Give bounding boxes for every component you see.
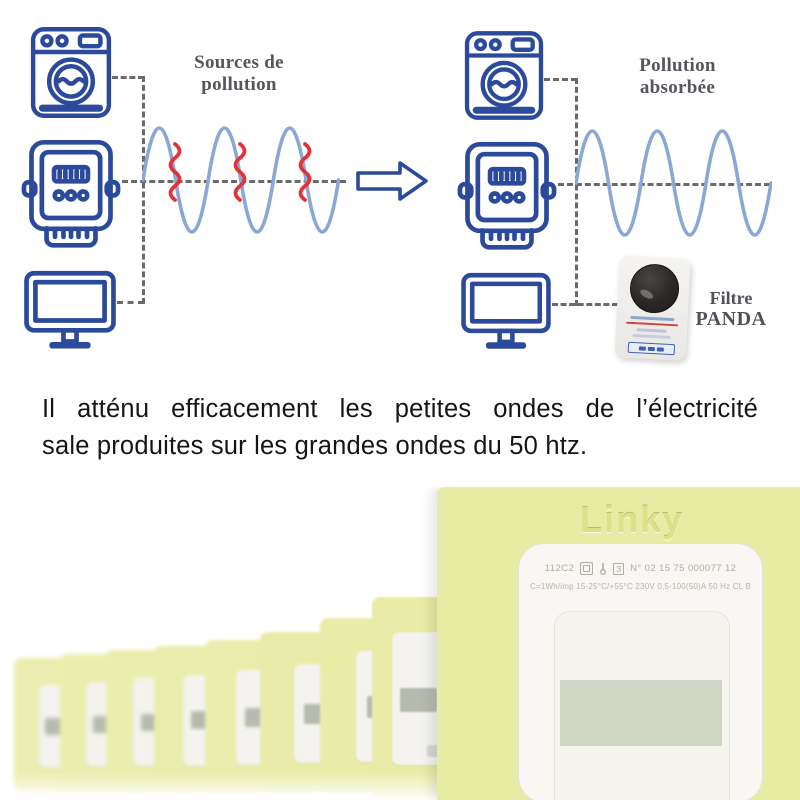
bottom-fade-overlay xyxy=(0,772,445,800)
linky-brand-emboss: Linky xyxy=(579,499,685,540)
dashed-axis-right xyxy=(558,183,770,186)
power-socket-icon xyxy=(628,262,681,315)
device-blue-text xyxy=(629,315,674,322)
pollution-diagram: Sources de pollution Pollution a xyxy=(0,0,800,380)
linky-meter-foreground: Linky 112C2 3 N° 02 15 75 000077 12 C=1W… xyxy=(437,487,800,800)
meter-specs: C=1Wh/imp 15-25°C/+55°C 230V 0,5-100(50)… xyxy=(529,582,752,591)
meter-serial: N° 02 15 75 000077 12 xyxy=(630,563,737,574)
noise-spike-icons xyxy=(168,142,312,202)
filter-label-line2: PANDA xyxy=(695,308,767,330)
washing-machine-icon xyxy=(30,26,112,119)
meter-class-badge: 3 xyxy=(613,562,625,575)
electric-meter-icon xyxy=(20,139,122,250)
meter-lcd-screen xyxy=(560,680,722,746)
thermometer-icon xyxy=(600,562,607,575)
dashed-connector-to-filter xyxy=(552,303,618,306)
device-red-underline xyxy=(625,321,678,327)
device-red-line xyxy=(616,321,687,327)
device-small-text-row xyxy=(616,327,687,333)
meter-marking-line1: 112C2 3 N° 02 15 75 000077 12 xyxy=(518,562,763,575)
electric-meter-icon xyxy=(456,141,558,252)
caption-line-2: sale produites sur les grandes ondes du … xyxy=(42,432,588,460)
dashed-axis-left xyxy=(122,180,346,183)
filtre-panda-label: Filtre PANDA xyxy=(690,288,772,330)
source-label-line2: pollution xyxy=(201,74,277,95)
panda-filter-device xyxy=(614,255,691,361)
meter-front-panel: 112C2 3 N° 02 15 75 000077 12 C=1Wh/imp … xyxy=(518,543,763,800)
caption-text: Il atténu efficacement les petites ondes… xyxy=(42,391,758,465)
arrow-right-icon xyxy=(356,161,428,201)
computer-monitor-icon xyxy=(23,270,117,356)
dashed-connector-right-washer xyxy=(544,78,577,81)
dirty-sine-wave xyxy=(142,126,340,234)
device-small-text-row2 xyxy=(616,333,687,339)
socket-glint xyxy=(638,287,655,301)
source-pollution-label: Sources de pollution xyxy=(164,52,314,96)
caption-line-1: Il atténu efficacement les petites ondes… xyxy=(42,395,758,423)
meter-model: 112C2 xyxy=(544,563,575,574)
linky-meters-photo: Linky 112C2 3 N° 02 15 75 000077 12 C=1W… xyxy=(0,487,800,800)
meter-marking-line2: C=1Wh/imp 15-25°C/+55°C 230V 0,5-100(50)… xyxy=(518,582,763,591)
computer-monitor-icon xyxy=(460,272,552,356)
dashed-connector-left-monitor xyxy=(117,301,144,304)
pollution-absorbed-label: Pollution absorbée xyxy=(600,55,755,99)
source-label-line1: Sources de xyxy=(194,52,284,73)
device-small-text2 xyxy=(631,333,671,339)
washing-machine-icon xyxy=(464,30,544,121)
filter-label-line1: Filtre xyxy=(709,288,753,308)
result-label-line2: absorbée xyxy=(639,77,716,98)
dashed-connector-left-vertical xyxy=(142,76,145,304)
clean-sine-wave xyxy=(575,129,772,237)
device-logo xyxy=(627,341,676,356)
dashed-connector-right-vertical xyxy=(575,78,578,306)
dashed-connector-left-washer xyxy=(112,76,144,79)
result-label-line1: Pollution xyxy=(639,55,716,76)
device-small-text xyxy=(636,328,667,333)
double-insulation-icon xyxy=(580,562,594,575)
